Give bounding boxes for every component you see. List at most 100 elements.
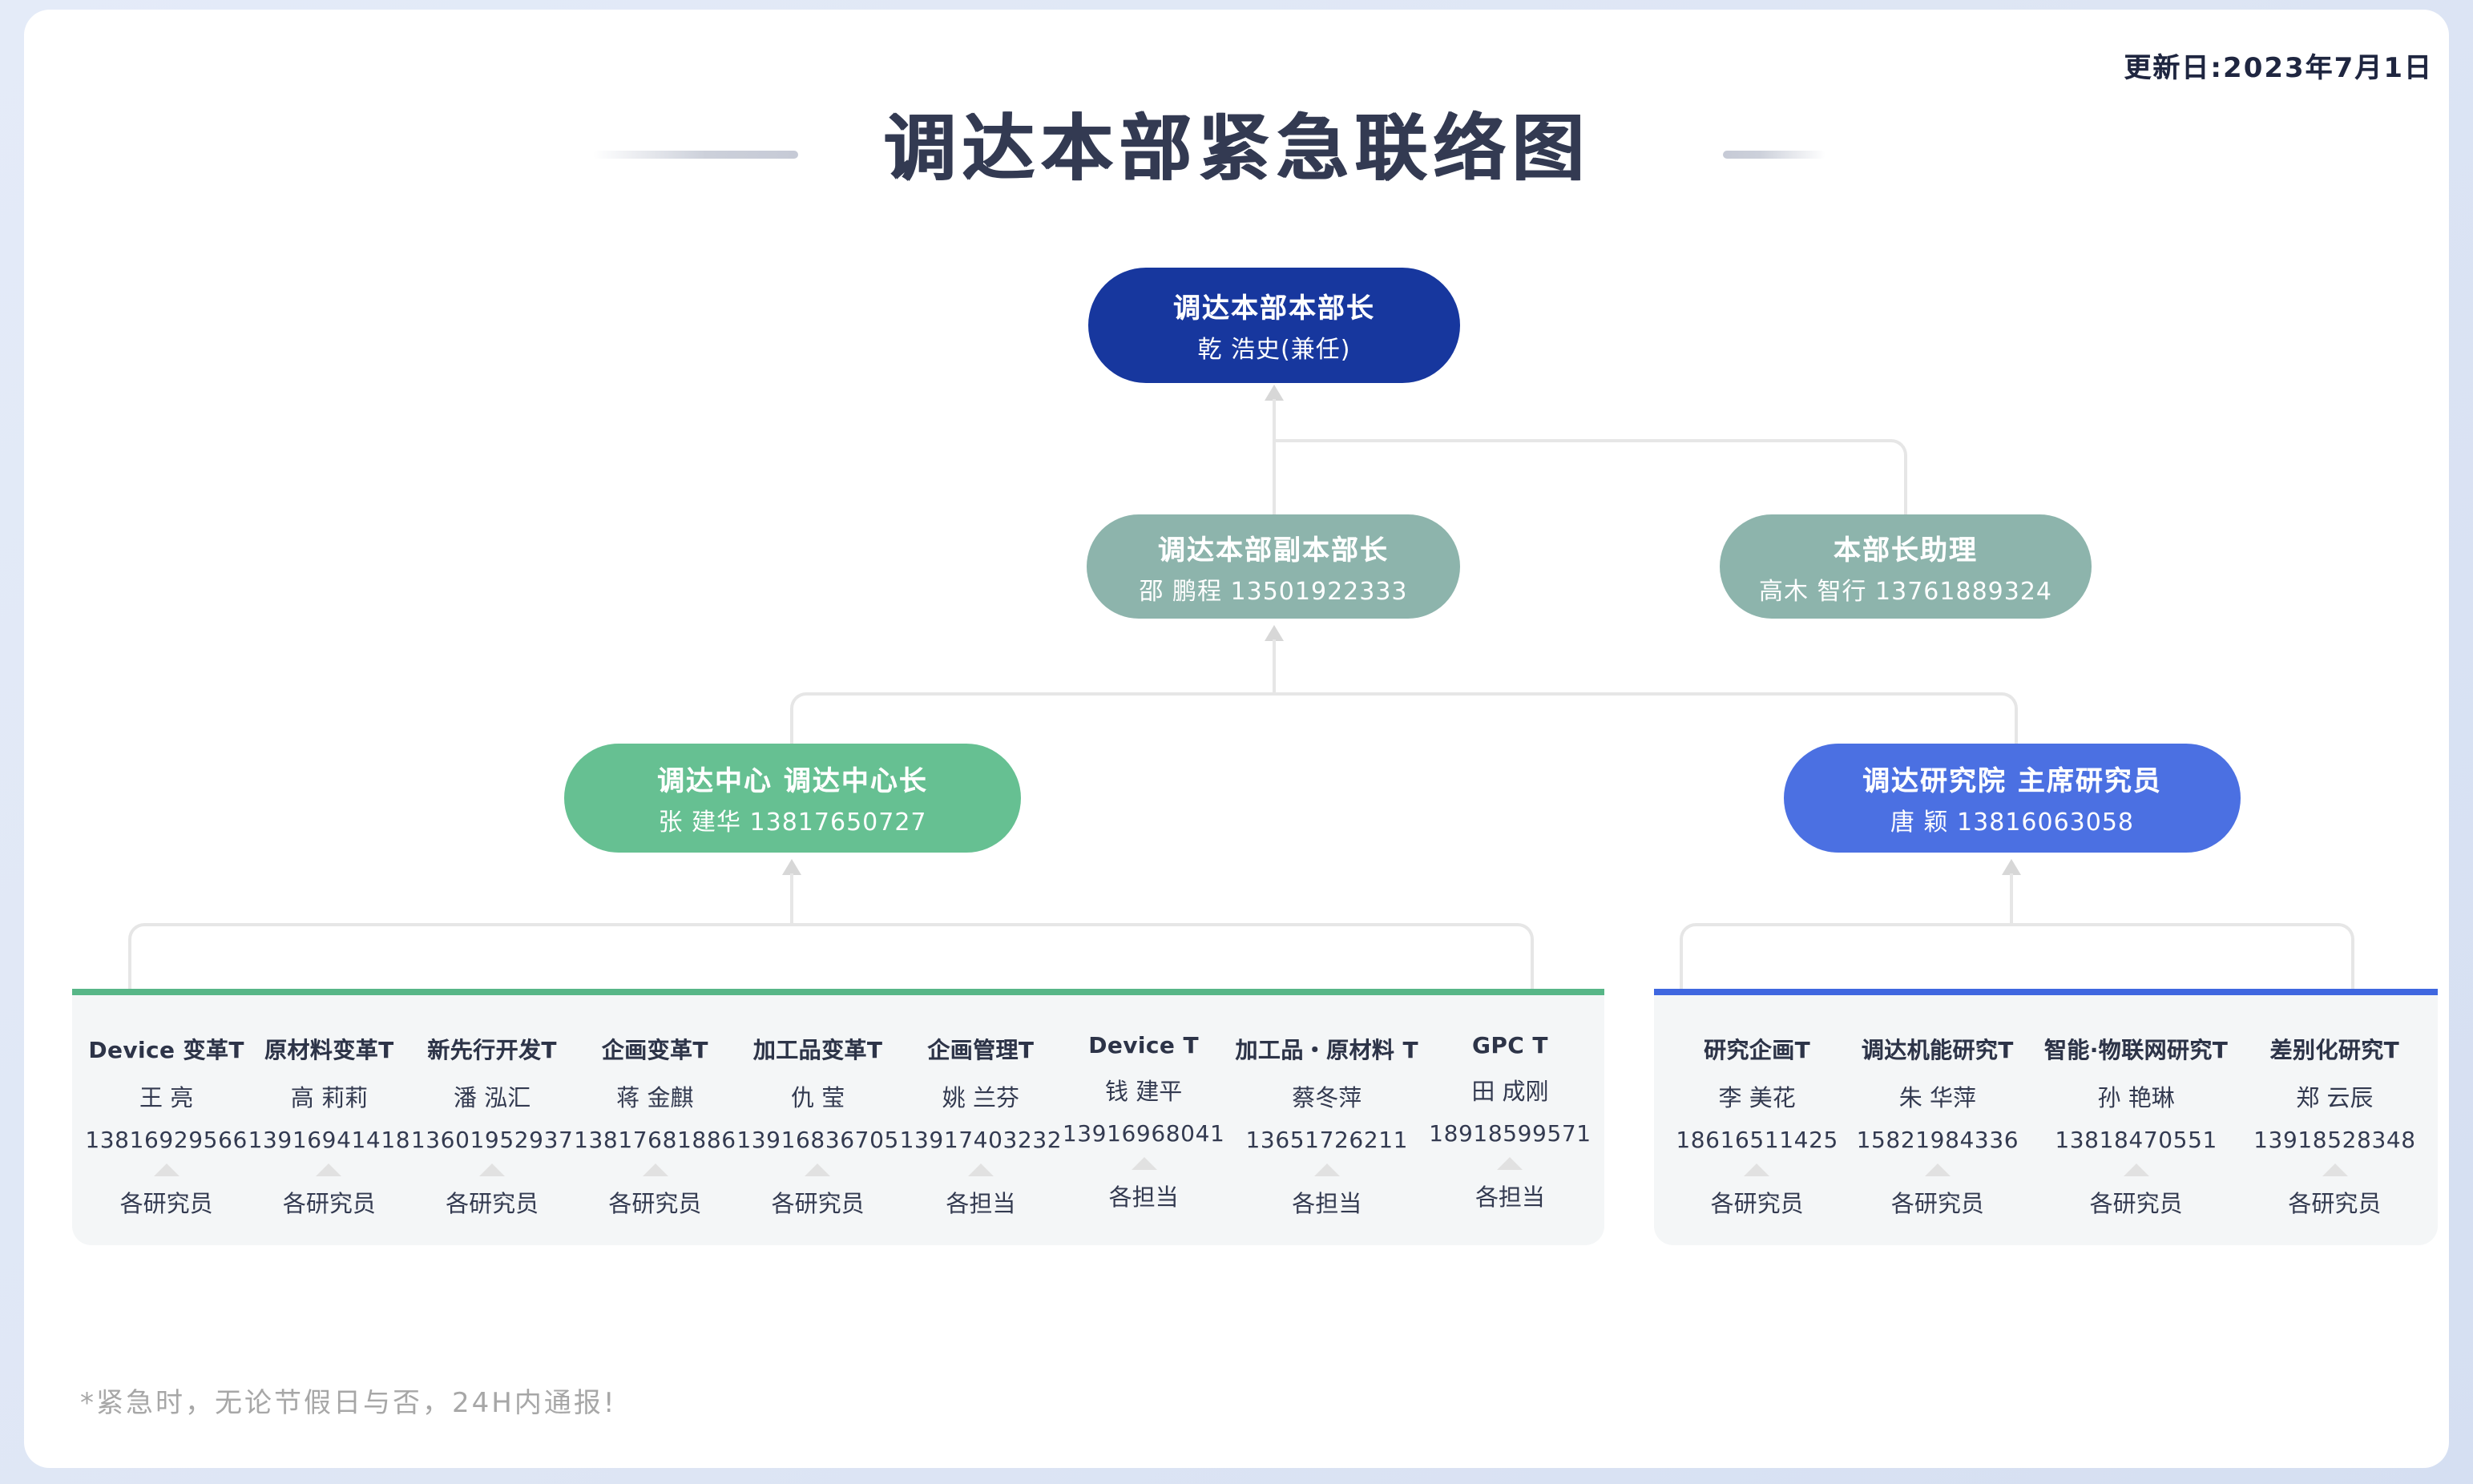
node-title: 调达本部本部长 [1173, 293, 1375, 325]
triangle-up-icon [1313, 1163, 1340, 1176]
connector-director-deputy [1273, 399, 1276, 514]
team-column: Device T 钱 建平 13916968041 各担当 [1063, 1034, 1225, 1245]
team-name: 调达机能研究T [1861, 1038, 2014, 1064]
team-leader: 田 成刚 [1471, 1080, 1549, 1106]
team-members: 各研究员 [119, 1192, 213, 1218]
team-phone: 13916836705 [736, 1128, 899, 1154]
right-teams-panel: 研究企画T 李 美花 18616511425 各研究员 调达机能研究T 朱 华萍… [1654, 989, 2438, 1245]
left-teams-panel: Device 变革T 王 亮 13816929566 各研究员 原材料变革T 高… [72, 989, 1604, 1245]
team-column: 研究企画T 李 美花 18616511425 各研究员 [1667, 1034, 1847, 1245]
up-arrow-icon [1265, 625, 1284, 641]
node-contact: 唐 颖 13816063058 [1890, 808, 2134, 837]
team-leader: 高 莉莉 [290, 1087, 368, 1112]
node-title: 调达中心 调达中心长 [657, 766, 928, 798]
triangle-up-icon [1131, 1157, 1157, 1170]
team-members: 各研究员 [282, 1192, 376, 1218]
footnote: *紧急时，无论节假日与否，24H内通报! [80, 1388, 617, 1420]
update-date: 更新日:2023年7月1日 [2124, 53, 2433, 85]
up-arrow-icon [2002, 859, 2021, 875]
team-name: 新先行开发T [427, 1038, 557, 1064]
team-members: 各担当 [946, 1192, 1016, 1218]
team-members: 各研究员 [771, 1192, 865, 1218]
team-leader: 钱 建平 [1105, 1080, 1183, 1106]
node-institute-head: 调达研究院 主席研究员 唐 颖 13816063058 [1784, 744, 2241, 853]
triangle-up-icon [805, 1163, 831, 1176]
team-phone: 13601952937 [410, 1128, 574, 1154]
title-rule-left-icon [593, 151, 798, 159]
team-name: 智能·物联网研究T [2043, 1038, 2229, 1064]
node-title: 调达研究院 主席研究员 [1862, 766, 2162, 798]
up-arrow-icon [782, 859, 801, 875]
connector-level3-bracket [790, 692, 2018, 747]
team-name: 原材料变革T [264, 1038, 394, 1064]
team-column: 调达机能研究T 朱 华萍 15821984336 各研究员 [1847, 1034, 2027, 1245]
triangle-up-icon [2123, 1163, 2149, 1176]
team-name: 研究企画T [1704, 1038, 1811, 1064]
team-column: 智能·物联网研究T 孙 艳琳 13818470551 各研究员 [2028, 1034, 2245, 1245]
team-leader: 蒋 金麒 [616, 1087, 694, 1112]
node-deputy-director: 调达本部副本部长 邵 鹏程 13501922333 [1087, 514, 1460, 619]
team-leader: 王 亮 [139, 1087, 194, 1112]
node-director: 调达本部本部长 乾 浩史(兼任) [1088, 268, 1460, 383]
team-leader: 蔡冬萍 [1292, 1087, 1362, 1112]
node-contact: 张 建华 13817650727 [658, 808, 927, 837]
team-phone: 13916941418 [248, 1128, 411, 1154]
team-phone: 15821984336 [1856, 1128, 2019, 1154]
team-column: 新先行开发T 潘 泓汇 13601952937 各研究员 [411, 1034, 574, 1245]
team-leader: 朱 华萍 [1898, 1087, 1976, 1112]
page-title: 调达本部紧急联络图 [882, 106, 1590, 191]
triangle-up-icon [2322, 1163, 2348, 1176]
connector-right-teams-bracket [1680, 923, 2354, 992]
team-leader: 孙 艳琳 [2097, 1087, 2175, 1112]
team-name: Device T [1088, 1034, 1199, 1059]
connector-center-stem [790, 873, 793, 923]
team-column: 差别化研究T 郑 云辰 13918528348 各研究员 [2245, 1034, 2425, 1245]
team-column: 加工品・原材料 T 蔡冬萍 13651726211 各担当 [1225, 1034, 1429, 1245]
connector-left-teams-bracket [128, 923, 1534, 992]
node-title: 本部长助理 [1834, 534, 1978, 567]
team-members: 各研究员 [608, 1192, 702, 1218]
team-column: 原材料变革T 高 莉莉 13916941418 各研究员 [248, 1034, 410, 1245]
team-name: 企画变革T [601, 1038, 708, 1064]
team-leader: 姚 兰芬 [942, 1087, 1019, 1112]
connector-deputy-stem [1273, 639, 1276, 692]
chart-card: 更新日:2023年7月1日 调达本部紧急联络图 调达本部本部长 乾 浩史(兼任)… [24, 10, 2449, 1468]
node-contact: 乾 浩史(兼任) [1197, 335, 1351, 364]
node-center-head: 调达中心 调达中心长 张 建华 13817650727 [564, 744, 1021, 853]
team-name: 加工品・原材料 T [1235, 1038, 1418, 1064]
team-leader: 郑 云辰 [2296, 1087, 2374, 1112]
connector-branch-assistant [1274, 439, 1907, 518]
team-phone: 18616511425 [1676, 1128, 1838, 1154]
team-members: 各研究员 [2288, 1192, 2382, 1218]
node-title: 调达本部副本部长 [1158, 534, 1389, 567]
team-phone: 13651726211 [1245, 1128, 1409, 1154]
team-name: 加工品变革T [752, 1038, 883, 1064]
team-leader: 仇 莹 [791, 1087, 845, 1112]
team-column: 企画变革T 蒋 金麒 13817681886 各研究员 [574, 1034, 736, 1245]
team-column: GPC T 田 成刚 18918599571 各担当 [1429, 1034, 1592, 1245]
team-members: 各担当 [1292, 1192, 1362, 1218]
team-column: Device 变革T 王 亮 13816929566 各研究员 [85, 1034, 248, 1245]
node-contact: 高木 智行 13761889324 [1758, 576, 2052, 605]
team-column: 企画管理T 姚 兰芬 13917403232 各担当 [899, 1034, 1062, 1245]
team-phone: 13917403232 [899, 1128, 1063, 1154]
title-rule-right-icon [1723, 151, 1826, 159]
triangle-up-icon [316, 1163, 342, 1176]
triangle-up-icon [153, 1163, 180, 1176]
connector-institute-stem [2010, 873, 2013, 923]
team-leader: 李 美花 [1718, 1087, 1796, 1112]
team-name: Device 变革T [88, 1038, 244, 1064]
team-members: 各研究员 [446, 1192, 539, 1218]
team-members: 各研究员 [1710, 1192, 1804, 1218]
triangle-up-icon [642, 1163, 668, 1176]
team-phone: 13817681886 [574, 1128, 736, 1154]
team-name: 企画管理T [927, 1038, 1035, 1064]
team-phone: 13916968041 [1062, 1122, 1225, 1147]
triangle-up-icon [1924, 1163, 1951, 1176]
node-contact: 邵 鹏程 13501922333 [1139, 576, 1408, 605]
team-phone: 13918528348 [2253, 1128, 2416, 1154]
team-members: 各研究员 [1890, 1192, 1984, 1218]
team-phone: 13818470551 [2055, 1128, 2217, 1154]
team-members: 各研究员 [2089, 1192, 2183, 1218]
